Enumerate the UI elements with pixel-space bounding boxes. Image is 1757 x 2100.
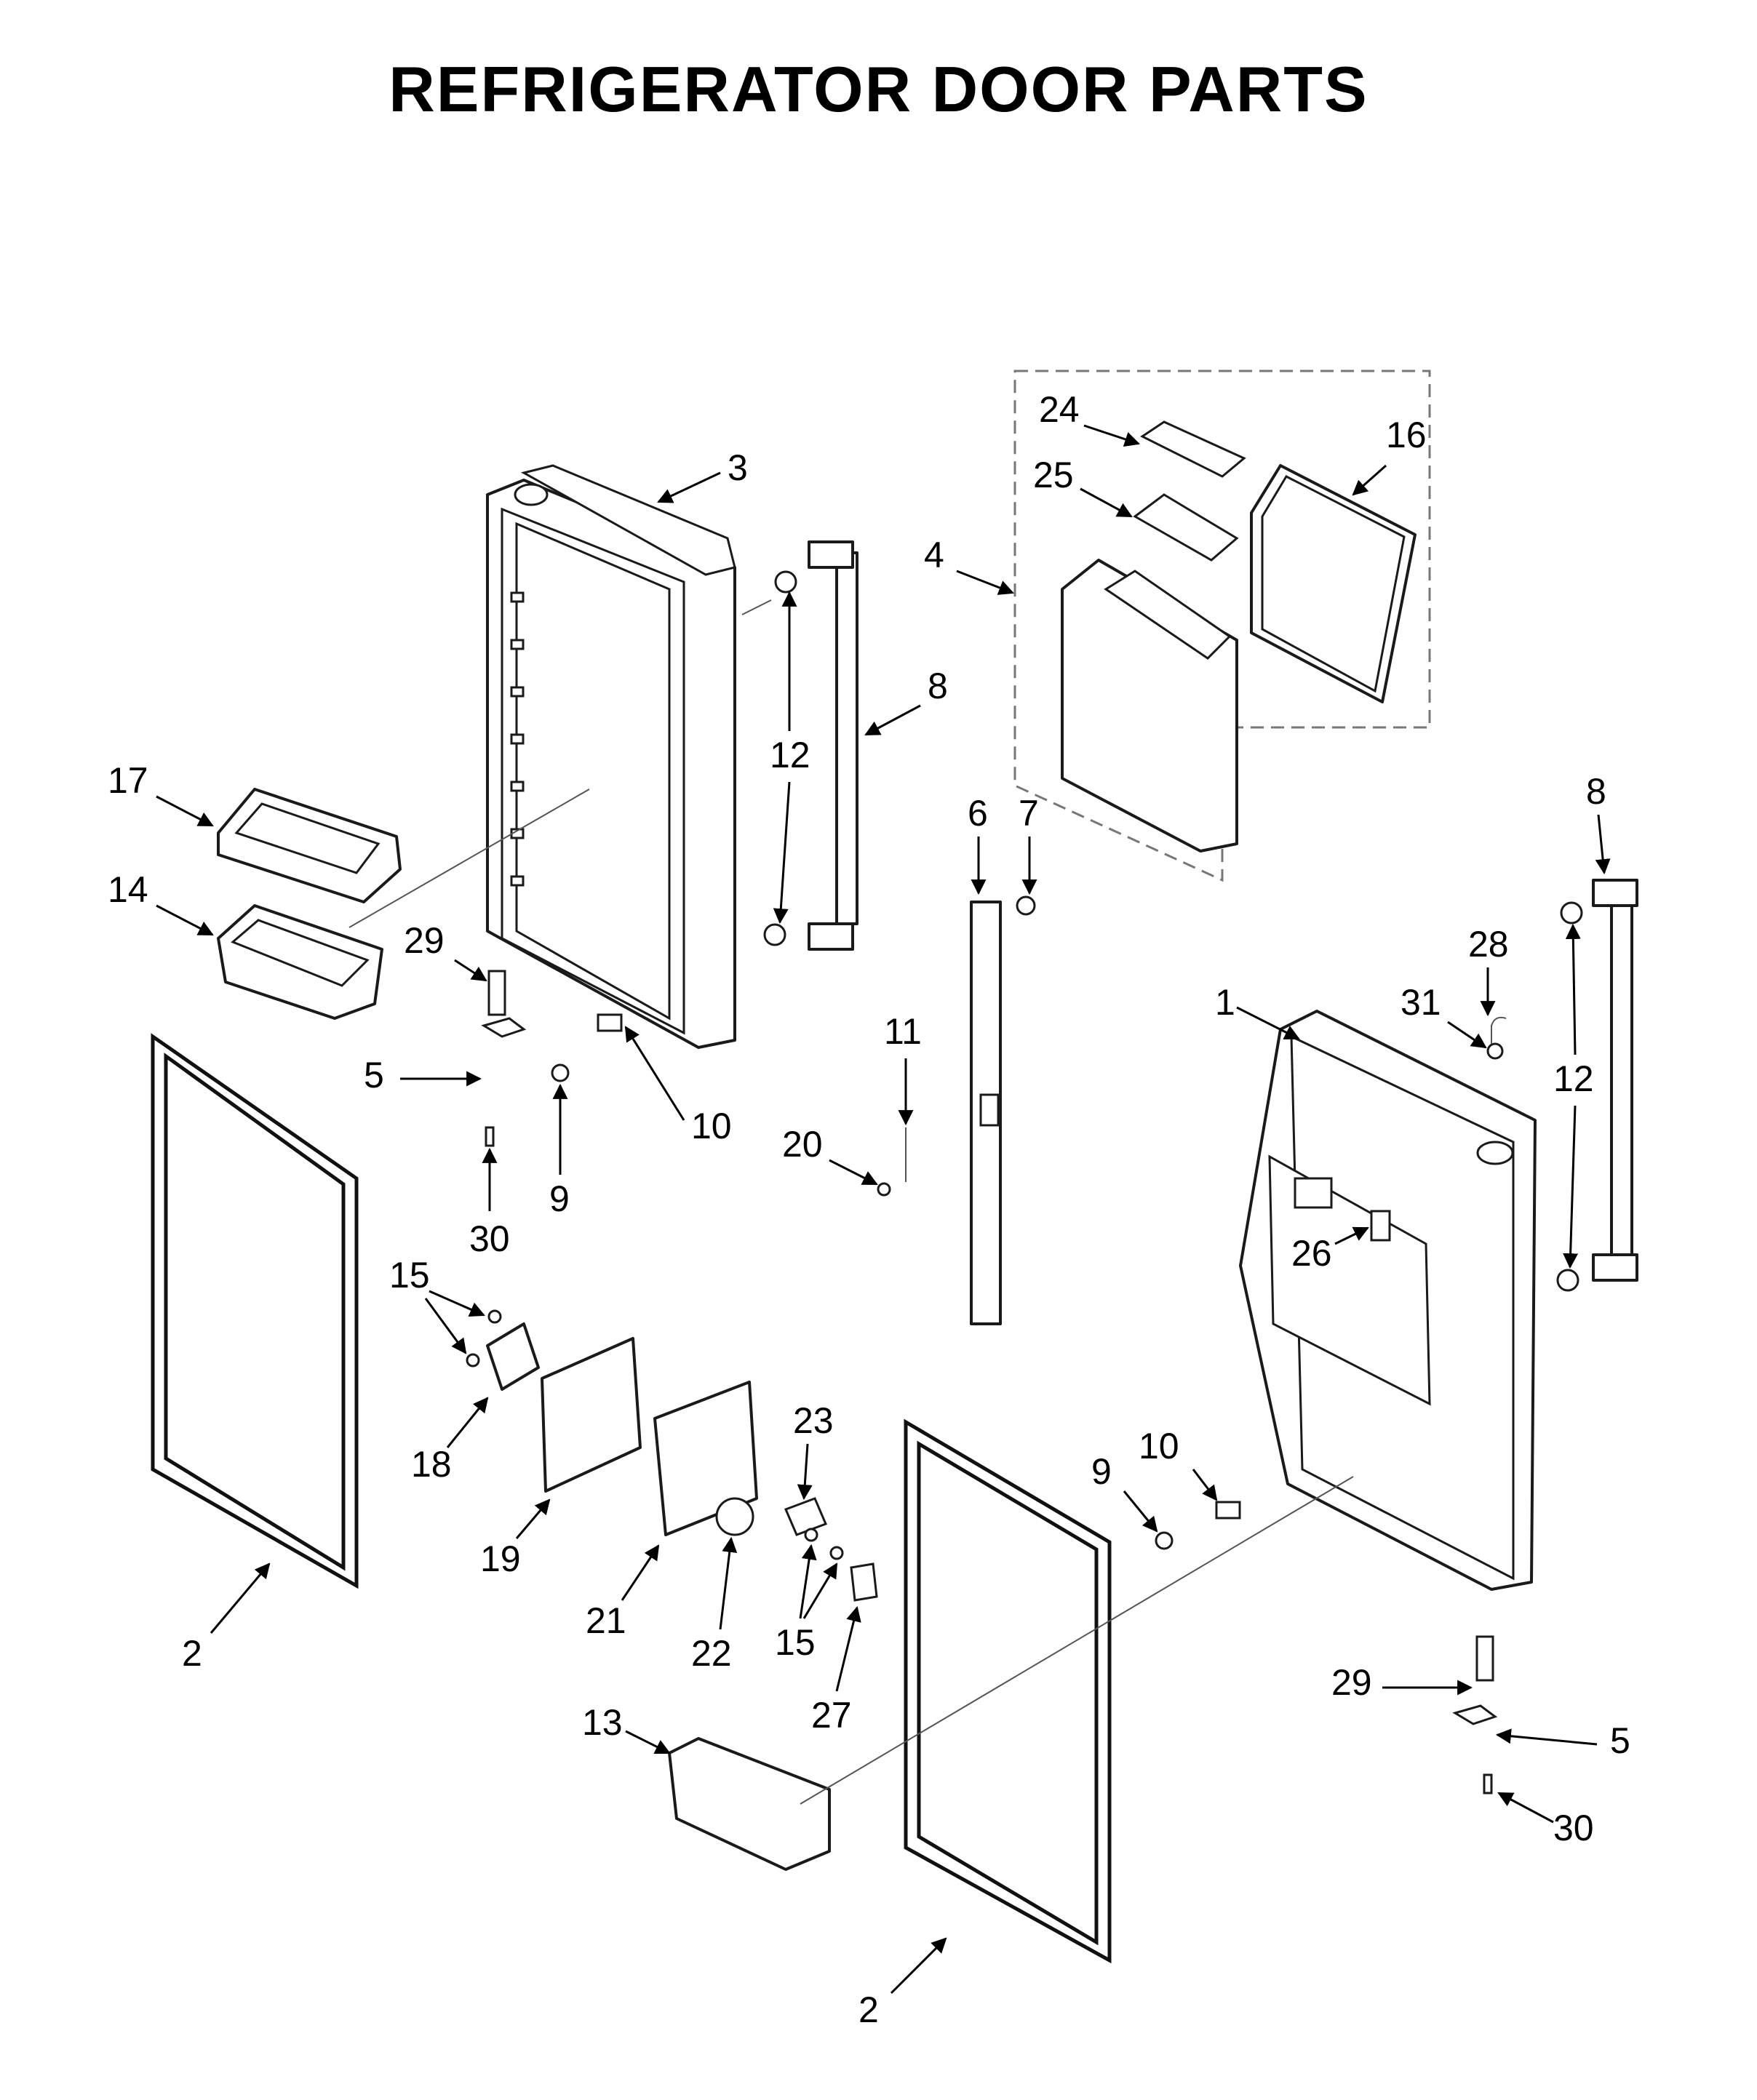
callout-23: 23 <box>793 1400 834 1441</box>
screw-part-1 <box>487 1309 502 1324</box>
screw-part-2 <box>466 1353 480 1368</box>
callout-14: 14 <box>108 869 148 910</box>
callout-30b: 30 <box>1553 1808 1594 1848</box>
dispenser-frame-part <box>1250 464 1417 703</box>
callout-2a: 2 <box>182 1633 202 1674</box>
callout-9b: 9 <box>1091 1451 1112 1492</box>
door-stop-part-right <box>1215 1501 1241 1520</box>
callout-26: 26 <box>1291 1233 1332 1274</box>
callout-27: 27 <box>811 1695 852 1736</box>
control-panel-part <box>541 1337 642 1493</box>
callout-3: 3 <box>728 447 748 488</box>
hinge-screw-part-right <box>1483 1773 1493 1794</box>
callout-13: 13 <box>582 1702 623 1743</box>
callout-5b: 5 <box>1610 1720 1630 1761</box>
callout-18: 18 <box>411 1444 452 1485</box>
callout-12a: 12 <box>770 735 810 775</box>
callout-30a: 30 <box>469 1218 510 1259</box>
left-handle-part <box>808 540 858 951</box>
door-stop-screw-part <box>551 1063 570 1082</box>
callout-19: 19 <box>480 1538 521 1579</box>
hinge-pin-part <box>487 970 506 1016</box>
callout-25: 25 <box>1033 455 1074 495</box>
left-door-gasket-part <box>151 1033 359 1589</box>
ref-line-shelf <box>800 1476 1354 1805</box>
screw-part-3 <box>804 1528 818 1542</box>
page-title: REFRIGERATOR DOOR PARTS <box>389 53 1368 125</box>
mount-bracket-part <box>784 1497 827 1536</box>
hinge-bracket-part-right <box>1452 1704 1498 1725</box>
callout-24: 24 <box>1039 389 1080 430</box>
callout-4: 4 <box>924 535 944 575</box>
callout-5a: 5 <box>364 1055 384 1095</box>
callout-6: 6 <box>968 793 988 834</box>
clip-part <box>877 1182 891 1197</box>
callout-17: 17 <box>108 760 148 801</box>
right-door-part <box>1239 1010 1537 1591</box>
callout-1: 1 <box>1215 982 1235 1023</box>
dispenser-switch-part <box>1370 1210 1391 1242</box>
ref-line-bin <box>348 789 590 928</box>
hinge-bracket-part <box>481 1017 527 1038</box>
callout-8b: 8 <box>1586 771 1606 812</box>
ice-door-bracket-part <box>486 1322 540 1391</box>
callout-22: 22 <box>691 1633 732 1674</box>
callout-15b: 15 <box>775 1622 816 1663</box>
mullion-latch-part <box>970 901 1002 1325</box>
door-stop-screw-part-right <box>1155 1531 1174 1550</box>
dispenser-housing-part <box>653 1381 758 1536</box>
door-shelf-part <box>668 1737 831 1871</box>
motor-part <box>715 1497 754 1536</box>
handle-mount-studs <box>763 570 1583 1292</box>
hinge-screw-part <box>485 1126 495 1147</box>
water-tube-part <box>1491 1016 1507 1044</box>
callout-29a: 29 <box>404 920 445 961</box>
callout-15a: 15 <box>389 1255 430 1295</box>
callout-16: 16 <box>1386 415 1427 455</box>
callout-29b: 29 <box>1331 1662 1372 1703</box>
hinge-pin-part-right <box>1475 1635 1494 1682</box>
callout-8a: 8 <box>928 666 948 706</box>
callout-11: 11 <box>884 1011 922 1052</box>
ref-line-handle <box>741 599 772 615</box>
right-handle-part <box>1592 879 1638 1282</box>
screw-part-4 <box>829 1546 844 1560</box>
right-door-gasket-part <box>904 1418 1112 1964</box>
part-callouts: 3 4 24 25 16 8 12 17 14 29 5 30 9 10 6 7 <box>108 389 1630 2030</box>
callout-31: 31 <box>1401 982 1441 1023</box>
dispenser-seal-part <box>1133 420 1246 562</box>
door-bin-part <box>217 904 383 1020</box>
callout-9a: 9 <box>549 1178 570 1219</box>
callout-10a: 10 <box>691 1106 732 1146</box>
callout-7: 7 <box>1019 793 1039 834</box>
shield-part <box>850 1562 878 1602</box>
latch-screw-part <box>1016 895 1036 916</box>
callout-10b: 10 <box>1139 1426 1179 1466</box>
door-stop-part <box>597 1013 623 1032</box>
bin-cover-part <box>217 788 402 903</box>
dispenser-cover-part <box>1061 559 1238 853</box>
left-door-part <box>486 464 736 1049</box>
callout-21: 21 <box>586 1600 626 1641</box>
callout-28: 28 <box>1468 924 1509 965</box>
callout-2b: 2 <box>858 1989 879 2030</box>
callout-20: 20 <box>782 1124 823 1165</box>
callout-12b: 12 <box>1553 1058 1594 1099</box>
door-shelf-studs <box>510 591 525 887</box>
door-grommet-part <box>1486 1042 1504 1060</box>
